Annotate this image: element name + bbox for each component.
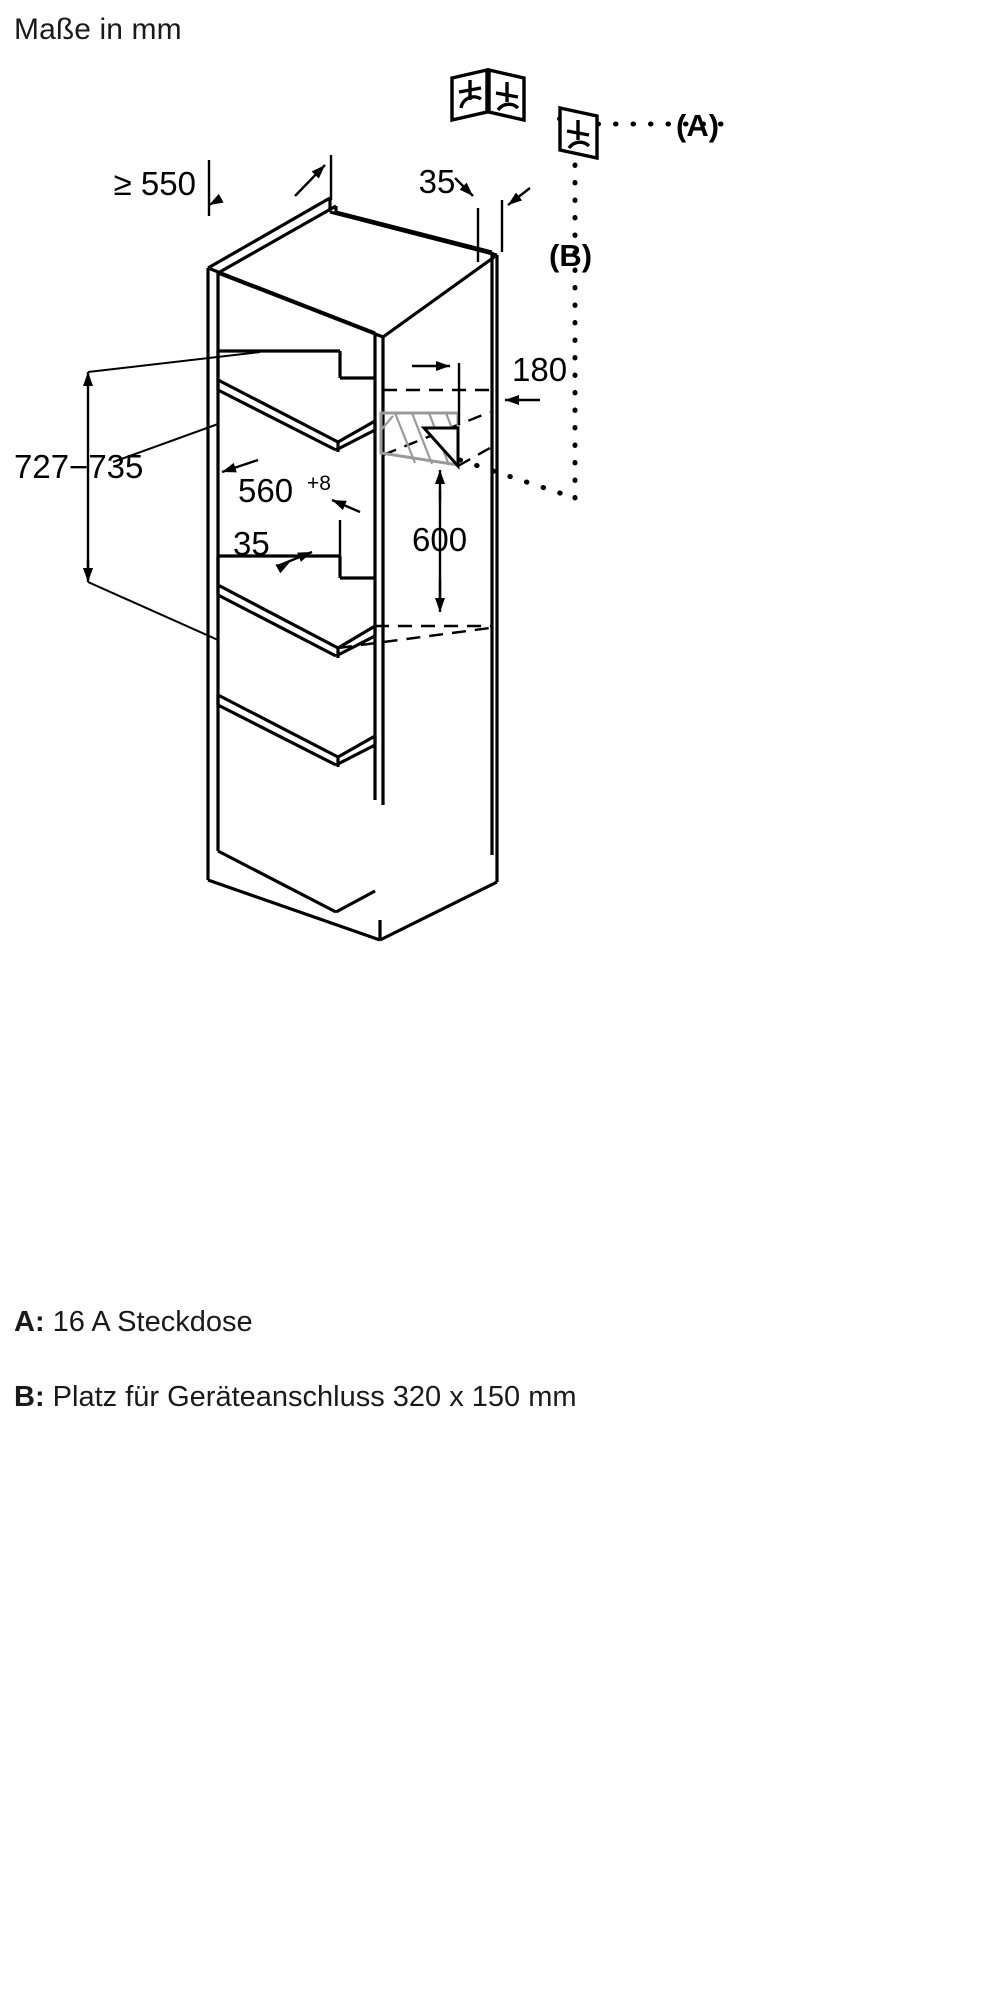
dim-ext-lines bbox=[87, 351, 261, 641]
callout-label-b: (B) bbox=[549, 238, 592, 273]
hidden-edges bbox=[337, 388, 492, 650]
dim-line-niche-width bbox=[221, 458, 361, 514]
callout-label-a: (A) bbox=[676, 108, 719, 143]
dim-label-niche-width-tolerance: +8 bbox=[307, 472, 331, 495]
socket-symbol-3 bbox=[558, 105, 599, 161]
cabinet-base bbox=[206, 693, 499, 942]
legend-text-a: 16 A Steckdose bbox=[52, 1306, 253, 1338]
connection-area-solid bbox=[420, 426, 460, 470]
legend-key-b: B: bbox=[14, 1381, 45, 1413]
legend-text-b: Platz für Geräteanschluss 320 x 150 mm bbox=[52, 1381, 577, 1413]
dim-label-front-gap: 35 bbox=[233, 525, 270, 562]
dim-line-niche-height bbox=[83, 372, 219, 582]
upper-shelf bbox=[216, 349, 377, 452]
dim-label-niche-height: 727−735 bbox=[14, 448, 143, 485]
dim-label-niche-width: 560 bbox=[238, 472, 293, 509]
dim-label-top-gap: 35 bbox=[419, 163, 456, 200]
dim-line-front-gap bbox=[275, 520, 342, 578]
legend-item-b: B: Platz für Geräteanschluss 320 x 150 m… bbox=[14, 1380, 577, 1414]
leader-dots bbox=[457, 107, 733, 501]
dim-label-socket-offset: 180 bbox=[512, 351, 567, 388]
dim-line-top-gap bbox=[454, 177, 531, 262]
page-title: Maße in mm bbox=[14, 13, 182, 46]
dim-label-depth: ≥ 550 bbox=[114, 165, 196, 202]
legend-item-a: A: 16 A Steckdose bbox=[14, 1305, 253, 1339]
legend-key-a: A: bbox=[14, 1306, 45, 1338]
socket-symbol-2 bbox=[487, 67, 526, 123]
technical-drawing: ≥ 550 35 727−735 560 +8 35 180 600 (A) (… bbox=[14, 67, 733, 942]
lower-shelf bbox=[216, 554, 377, 658]
dim-line-depth bbox=[207, 155, 333, 216]
connection-area-outline bbox=[457, 446, 491, 468]
socket-symbol-1 bbox=[450, 67, 489, 123]
dim-label-socket-height: 600 bbox=[412, 521, 467, 558]
dim-line-socket-offset bbox=[412, 361, 540, 425]
